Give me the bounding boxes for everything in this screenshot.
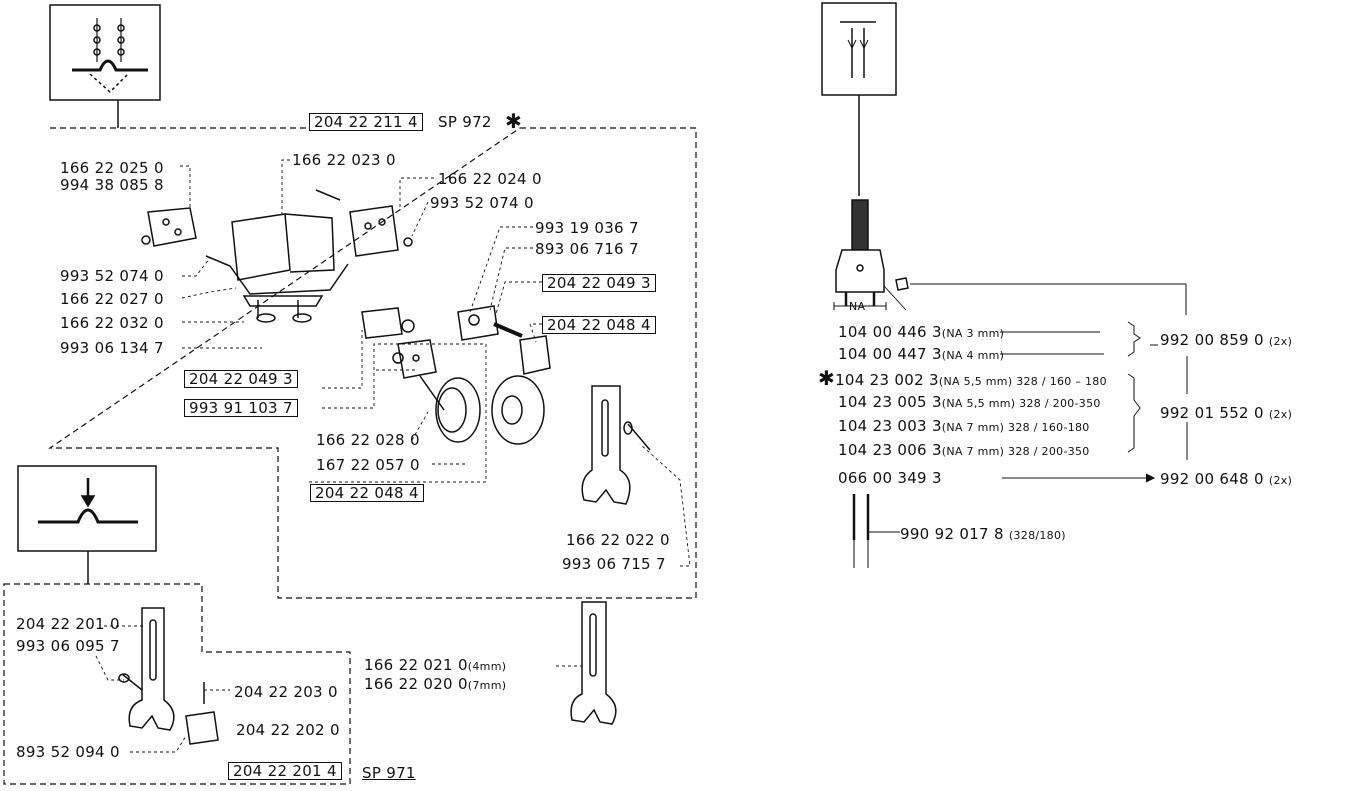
part-893-06-716-7: 893 06 716 7 [535,240,639,258]
part-204-22-201-0: 204 22 201 0 [16,615,120,633]
part-number: 104 23 005 3 [838,393,942,411]
part-204-22-202-0: 204 22 202 0 [236,721,340,739]
needle-holder-row-2: 104 00 447 3(NA 4 mm) [838,346,1004,364]
roller-assembly-right [457,305,551,445]
part-993-52-074-0-left: 993 52 074 0 [60,267,164,285]
qty-note: (2x) [1268,335,1293,348]
part-number: 990 92 017 8 [900,525,1004,543]
part-number: 104 23 006 3 [838,441,942,459]
presser-foot-sp972 [581,385,651,505]
part-993-91-103-7: 993 91 103 7 [184,399,298,417]
clamp-block-right [349,205,413,257]
sp971-kit-number: 204 22 201 4 [228,762,342,780]
needle-icon-box [821,2,897,196]
part-993-19-036-7: 993 19 036 7 [535,219,639,237]
needle-holder-row-5: 104 23 003 3(NA 7 mm) 328 / 160-180 [838,418,1090,436]
presser-foot-middle [556,601,617,725]
base-assembly [205,189,349,323]
sp972-seam-icon [49,4,161,128]
part-994-38-085-8: 994 38 085 8 [60,176,164,194]
part-number: 992 00 859 0 [1160,331,1264,349]
row-note: (NA 5,5 mm) 328 / 200-350 [941,397,1101,410]
part-993-06-715-7: 993 06 715 7 [562,555,666,573]
part-893-52-094-0: 893 52 094 0 [16,743,120,761]
star-marker-icon: ✱ [505,109,523,133]
sp972-group-outline [48,127,697,599]
part-993-06-095-7: 993 06 095 7 [16,637,120,655]
sp971-seam-icon [17,465,157,584]
qty-note: (2x) [1268,408,1293,421]
right-leader-lines [1000,321,1188,483]
part-166-22-028-0: 166 22 028 0 [316,431,420,449]
row-note: (NA 5,5 mm) 328 / 160 – 180 [938,375,1107,388]
size-note: (7mm) [467,679,507,692]
needle-holder-row-4: 104 23 005 3(NA 5,5 mm) 328 / 200-350 [838,394,1101,412]
row-note: (NA 4 mm) [941,349,1005,362]
part-993-06-134-7: 993 06 134 7 [60,339,164,357]
sp972-leader-lines [180,159,691,567]
part-166-22-027-0: 166 22 027 0 [60,290,164,308]
part-166-22-021-0: 166 22 021 0(4mm) [364,657,506,675]
clamp-block-left [141,207,197,247]
part-number: 104 23 003 3 [838,417,942,435]
screw-992-01-552-0: 992 01 552 0 (2x) [1160,405,1292,423]
part-204-22-203-0: 204 22 203 0 [234,683,338,701]
part-166-22-032-0: 166 22 032 0 [60,314,164,332]
sp971-leader-lines [95,625,230,753]
na-label: NA [849,300,866,313]
needle-holder-row-6: 104 23 006 3(NA 7 mm) 328 / 200-350 [838,442,1090,460]
needle-holder-row-3: ✱104 23 002 3(NA 5,5 mm) 328 / 160 – 180 [818,368,1107,390]
part-204-22-048-4-bottom: 204 22 048 4 [310,484,424,502]
part-166-22-023-0: 166 22 023 0 [292,151,396,169]
part-number: 066 00 349 3 [838,469,942,487]
roller-assembly-left [361,307,481,443]
part-number: 104 23 002 3 [835,371,939,389]
presser-foot-sp971 [118,607,219,745]
part-166-22-020-0: 166 22 020 0(7mm) [364,676,506,694]
part-number: 166 22 021 0 [364,656,468,674]
part-166-22-022-0: 166 22 022 0 [566,531,670,549]
sp972-kit-number: 204 22 211 4 [309,113,423,131]
needle-holder [833,199,1187,315]
part-number: 104 00 446 3 [838,323,942,341]
star-marker-icon: ✱ [818,366,836,390]
row-note: (NA 7 mm) 328 / 160-180 [941,421,1090,434]
needle-990-92-017-8: 990 92 017 8 (328/180) [900,526,1066,544]
needle-holder-row-1: 104 00 446 3(NA 3 mm) [838,324,1004,342]
part-166-22-024-0: 166 22 024 0 [438,170,542,188]
part-204-22-048-4-top: 204 22 048 4 [542,316,656,334]
part-166-22-025-0: 166 22 025 0 [60,159,164,177]
screw-992-00-859-0: 992 00 859 0 (2x) [1160,332,1292,350]
part-204-22-049-3-top: 204 22 049 3 [542,274,656,292]
part-number: 992 00 648 0 [1160,470,1264,488]
needle-holder-row-7: 066 00 349 3 [838,470,942,486]
needle-note: (328/180) [1008,529,1066,542]
part-number: 104 00 447 3 [838,345,942,363]
part-167-22-057-0: 167 22 057 0 [316,456,420,474]
needle-pair [852,494,900,568]
sp971-group-outline [3,583,351,785]
qty-note: (2x) [1268,474,1293,487]
screw-992-00-648-0: 992 00 648 0 (2x) [1160,471,1292,489]
sp972-label: SP 972 [438,113,492,131]
row-note: (NA 7 mm) 328 / 200-350 [941,445,1090,458]
part-993-52-074-0-right: 993 52 074 0 [430,194,534,212]
part-204-22-049-3-mid: 204 22 049 3 [184,370,298,388]
size-note: (4mm) [467,660,507,673]
part-number: 992 01 552 0 [1160,404,1264,422]
row-note: (NA 3 mm) [941,327,1005,340]
sp971-label: SP 971 [362,764,416,782]
part-number: 166 22 020 0 [364,675,468,693]
